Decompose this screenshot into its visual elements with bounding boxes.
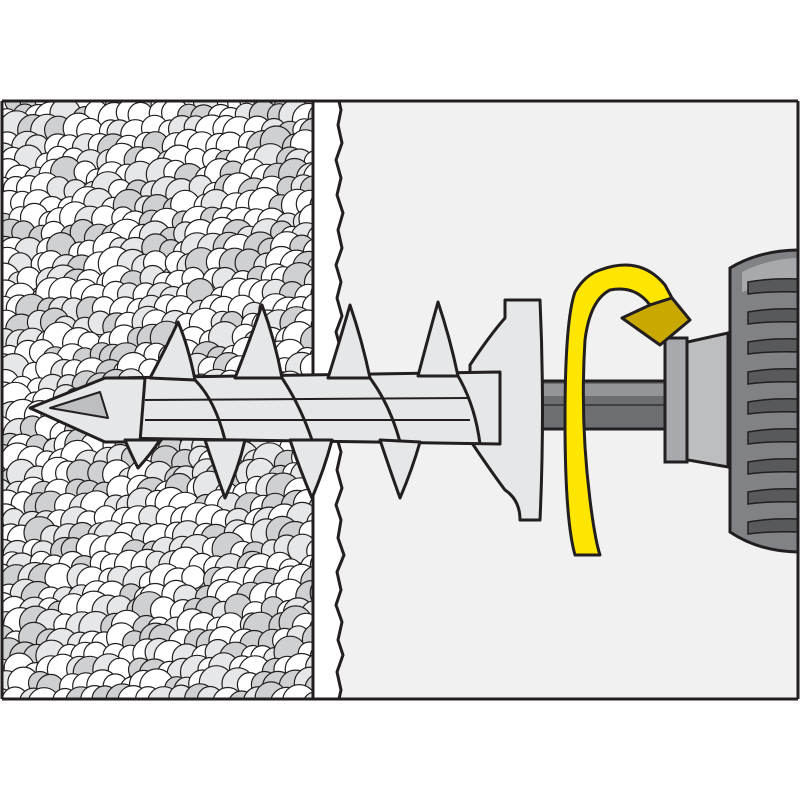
insulation-bead [303,691,313,699]
insulation-bead [28,687,61,699]
drill-collar-front [663,336,689,464]
thread-fin [203,438,247,500]
chuck-rib [747,428,798,445]
anchor-shaft [108,370,502,446]
insulation-bead [282,684,313,699]
chuck-rib [747,488,798,505]
chuck-rib [747,398,798,415]
thread-fin [288,438,334,500]
thread-fin [148,320,197,382]
thread-fin [233,303,284,380]
thread-fin [416,300,460,378]
chuck-rib [747,368,798,385]
rotation-arrow-icon [563,263,692,557]
spiral-anchor [28,298,544,522]
chuck-rib [747,458,798,475]
chuck-rib [747,278,798,295]
chuck-rib [747,308,798,325]
chuck-rib [747,338,798,355]
screwdriver-bit [518,379,682,431]
thread-fin [378,438,422,500]
thread-fin [326,303,372,380]
chuck-rib [747,518,798,535]
thread-fin [123,438,162,470]
drill-chuck [663,248,798,554]
anchor-flange [468,298,544,522]
